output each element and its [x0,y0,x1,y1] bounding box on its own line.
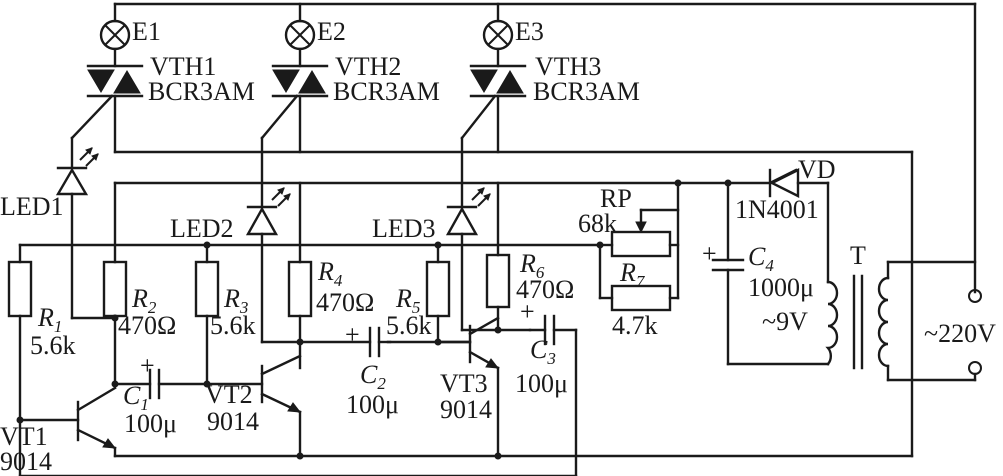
label-led2: LED2 [170,214,234,243]
label-vth3: VTH3 [535,52,601,81]
capacitor-c3 [528,314,578,476]
label-bcr3: BCR3AM [533,77,640,106]
label-r7: R7 [619,258,646,291]
lamp-e3 [482,2,514,68]
led-3 [445,136,491,332]
label-c3: C3 [530,335,556,368]
resistor-r4 [260,260,372,370]
capacitor-c1 [113,368,209,400]
resistor-r6 [460,253,532,334]
label-e1: E1 [132,17,161,46]
label-c1: C1 [123,381,149,414]
label-r6: R6 [519,249,545,282]
triac-vth3 [460,64,527,154]
label-c4: C4 [748,242,774,275]
transistor-vt3 [434,316,500,458]
label-r1-value: 5.6k [30,331,76,360]
capacitor-c4 [711,258,745,366]
label-t: T [850,241,866,270]
led-section [55,136,491,344]
label-vt1: VT1 [0,422,48,451]
ground-rails [18,362,914,476]
label-r3-value: 5.6k [210,311,256,340]
label-mains: ~220V [924,319,996,348]
capacitor-c2 [368,326,392,358]
label-r7-value: 4.7k [612,311,658,340]
label-c1-plus: + [140,351,155,380]
label-r2: R2 [131,284,157,317]
label-c4-value: 1000μ [748,273,814,302]
label-e2: E2 [317,17,346,46]
label-r1: R1 [37,303,62,336]
label-r4: R4 [317,257,343,290]
resistor-r1 [7,260,33,476]
led-2 [245,136,291,344]
label-vt1-type: 9014 [0,447,52,476]
lamp-e1 [99,2,131,68]
label-vd: VD [798,155,836,184]
lamp-e2 [284,2,316,68]
label-bcr1: BCR3AM [148,77,255,106]
positive-rail [113,179,772,300]
rp-r7-network [596,208,680,312]
label-r5: R5 [395,284,420,317]
label-c2-value: 100μ [346,390,399,419]
label-rp-value: 68k [578,209,617,238]
label-led1: LED1 [0,192,64,221]
triac-vth2 [260,64,329,154]
label-vt3: VT3 [440,369,488,398]
resistor-r3 [194,260,220,386]
label-led3: LED3 [372,214,436,243]
label-1n4001: 1N4001 [735,195,819,224]
label-c1-value: 100μ [124,409,177,438]
label-r4-value: 470Ω [316,288,374,317]
label-c3-plus: + [520,297,535,326]
label-r2-value: 470Ω [118,311,176,340]
control-bus [18,241,602,264]
transistor-vt2 [203,354,302,458]
label-r5-value: 5.6k [386,311,432,340]
transformer-t [825,260,982,382]
label-vt2: VT2 [205,380,253,409]
label-bcr2: BCR3AM [333,77,440,106]
label-secondary-voltage: ~9V [762,307,808,336]
label-rp: RP [600,184,632,213]
label-vth1: VTH1 [150,52,216,81]
transistor-vt1 [16,380,119,458]
label-r3: R3 [223,284,248,317]
lamp-section [70,2,977,458]
triac-vth1 [70,64,144,154]
label-vt2-type: 9014 [207,407,259,436]
label-c3-value: 100μ [515,369,568,398]
resistor-r2 [70,260,128,386]
label-r6-value: 470Ω [516,275,574,304]
led-1 [55,136,99,320]
label-vt3-type: 9014 [440,395,492,424]
label-c2-plus: + [345,320,360,349]
label-vth2: VTH2 [335,52,401,81]
labels: E1 E2 E3 VTH1 BCR3AM VTH2 BCR3AM VTH3 BC… [0,17,996,476]
label-c2: C2 [360,360,386,393]
label-e3: E3 [515,17,544,46]
label-c4-plus: + [702,239,717,268]
diode-vd [768,168,830,284]
